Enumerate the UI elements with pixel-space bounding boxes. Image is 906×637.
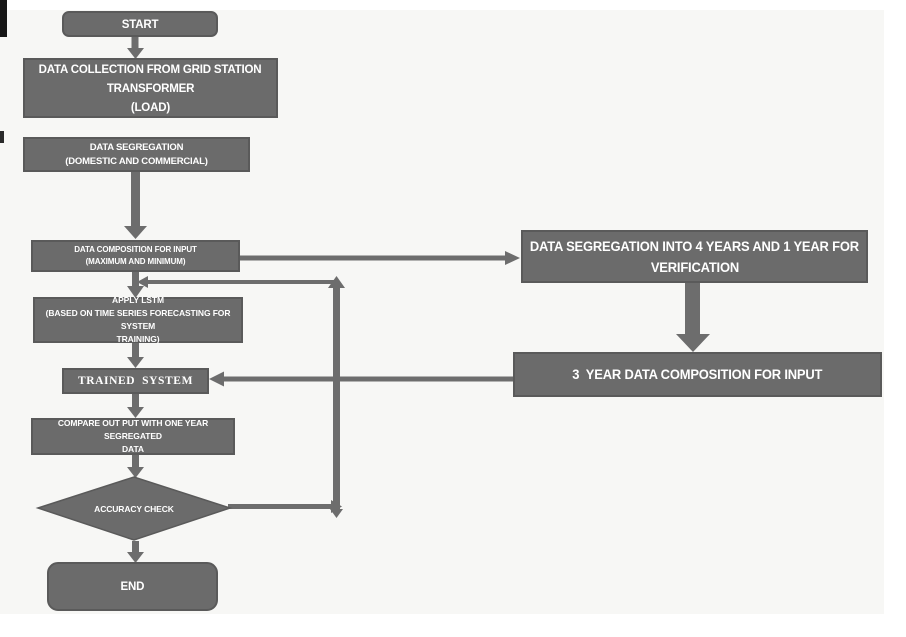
node-three-year-composition: 3 YEAR DATA COMPOSITION FOR INPUT <box>513 352 882 397</box>
node-label: START <box>121 16 159 31</box>
node-label: VERIFICATION <box>650 259 739 275</box>
node-label: TRAINED SYSTEM <box>77 375 194 387</box>
node-label: (DOMESTIC AND COMMERCIAL) <box>65 155 208 167</box>
scan-artifact-mark <box>0 0 7 37</box>
node-label: DATA <box>122 444 144 454</box>
node-label: TRAINING) <box>116 334 160 344</box>
node-data-segregation: DATA SEGREGATION (DOMESTIC AND COMMERCIA… <box>23 137 250 172</box>
node-label: APPLY LSTM <box>112 295 164 305</box>
node-compare-output: COMPARE OUT PUT WITH ONE YEAR SEGREGATED… <box>31 418 235 455</box>
node-data-composition: DATA COMPOSITION FOR INPUT (MAXIMUM AND … <box>31 240 240 272</box>
node-apply-lstm: APPLY LSTM (BASED ON TIME SERIES FORECAS… <box>33 295 243 344</box>
node-label: (BASED ON TIME SERIES FORECASTING FOR SY… <box>45 308 231 331</box>
node-label: TRANSFORMER <box>106 80 195 95</box>
node-label: 3 YEAR DATA COMPOSITION FOR INPUT <box>572 367 823 382</box>
scan-artifact-mark <box>0 131 4 143</box>
node-label: DATA SEGREGATION <box>89 141 184 153</box>
node-accuracy-check: ACCURACY CHECK <box>38 477 230 540</box>
node-label: DATA SEGREGATION INTO 4 YEARS AND 1 YEAR… <box>529 238 860 254</box>
node-trained-system: TRAINED SYSTEM <box>62 368 209 394</box>
node-start: START <box>62 11 218 37</box>
node-label: (MAXIMUM AND MINIMUM) <box>85 257 186 266</box>
node-label: DATA COLLECTION FROM GRID STATION <box>39 61 262 76</box>
node-segregation-verification: DATA SEGREGATION INTO 4 YEARS AND 1 YEAR… <box>521 230 868 283</box>
node-end: END <box>47 562 218 611</box>
node-label: DATA COMPOSITION FOR INPUT <box>74 245 197 254</box>
node-label: (LOAD) <box>130 99 171 114</box>
node-label: END <box>120 579 145 593</box>
node-label: COMPARE OUT PUT WITH ONE YEAR SEGREGATED <box>57 418 209 441</box>
node-data-collection: DATA COLLECTION FROM GRID STATION TRANSF… <box>23 58 278 118</box>
node-label: ACCURACY CHECK <box>94 503 174 514</box>
